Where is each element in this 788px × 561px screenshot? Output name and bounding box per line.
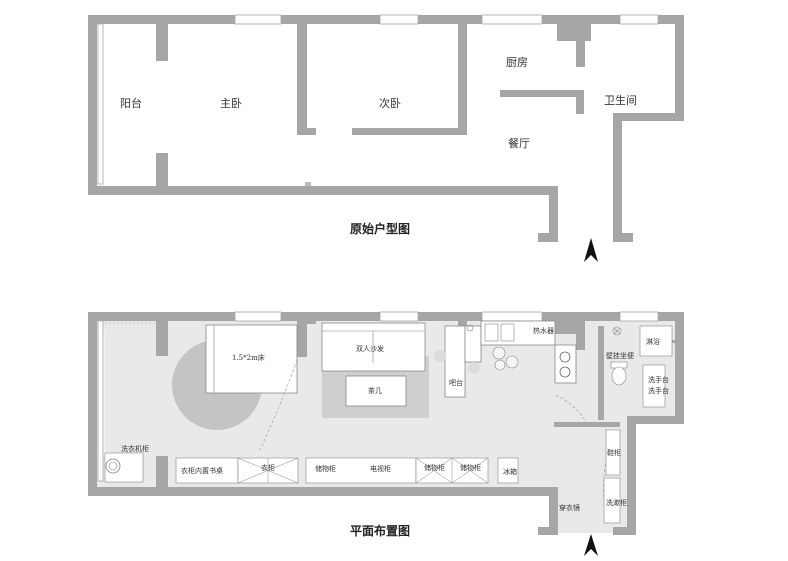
layout-windows (97, 311, 659, 482)
storage-2-label: 储物柜 (424, 463, 445, 472)
coffee-table (345, 375, 407, 407)
door-swing-bath (555, 394, 586, 421)
room-label-dining: 餐厅 (508, 136, 530, 150)
original-wall-mark (305, 182, 311, 186)
layout-plan: 1.5*2m床 双人沙发 茶几 吧台 热水器 (88, 311, 684, 556)
dressing-mirror-label: 穿衣镜 (559, 503, 580, 512)
bath-fan-cross-2 (613, 327, 621, 335)
washing-cabinet-label: 洗漱柜 (606, 498, 627, 507)
bar-stool-icon (434, 350, 446, 362)
coffee-table-label: 茶几 (368, 386, 382, 395)
dining-chairs (492, 346, 519, 371)
room-label-master-bedroom: 主卧 (220, 97, 242, 110)
room-label-bathroom: 卫生间 (604, 93, 637, 107)
north-arrow-icon (584, 238, 598, 262)
wardrobe (237, 457, 299, 484)
sofa-label: 双人沙发 (356, 344, 384, 353)
washing-cabinet (603, 477, 621, 524)
bed-label: 1.5*2m床 (232, 353, 265, 362)
fridge-label: 冰箱 (503, 467, 517, 476)
bar-label: 吧台 (449, 378, 463, 387)
bar-lamp-icon (466, 324, 474, 332)
room-label-second-bedroom: 次卧 (379, 96, 401, 110)
stove-icon (554, 344, 577, 384)
storage-3-label: 储物柜 (460, 463, 481, 472)
toilet-label: 壁挂坐便 (606, 351, 634, 360)
north-arrow-icon-2 (584, 534, 598, 556)
washbasin-label-2: 洗手台 (648, 386, 669, 395)
door-swing-bedroom (259, 359, 298, 451)
shoe-cabinet-label: 鞋柜 (607, 448, 621, 457)
room-label-balcony: 阳台 (120, 96, 142, 110)
bed (205, 324, 298, 394)
washing-machine-icon (104, 452, 144, 483)
sink-icon (484, 323, 515, 342)
shoe-cabinet (605, 429, 621, 476)
wardrobe-label: 衣柜 (261, 463, 275, 472)
toilet-icon (610, 361, 628, 386)
tv-cabinet-block (305, 457, 417, 484)
laundry-cabinet-label: 洗衣机柜 (121, 444, 149, 453)
original-plan-caption: 原始户型图 (350, 221, 410, 236)
bar-stool-icon-2 (468, 362, 480, 374)
layout-plan-caption: 平面布置图 (350, 523, 410, 538)
wardrobe-desk-label: 衣柜内置书桌 (181, 466, 223, 475)
bar-counter-return (464, 325, 482, 363)
storage-1-label: 储物柜 (315, 464, 336, 473)
fridge (497, 457, 519, 484)
washbasin-label: 洗手台 (648, 375, 669, 384)
shower-label: 淋浴 (646, 337, 660, 346)
washbasin (642, 364, 666, 408)
storage-cabinets (415, 457, 489, 484)
wardrobe-desk (175, 457, 239, 484)
original-walls (88, 15, 684, 242)
tv-cabinet-label: 电视柜 (370, 464, 391, 473)
bath-fan-icon (612, 326, 622, 336)
shower-area (639, 325, 673, 357)
water-heater-label: 热水器 (533, 326, 554, 335)
original-plan: 阳台 主卧 次卧 厨房 卫生间 餐厅 原始户型图 (88, 14, 684, 262)
original-windows (97, 14, 659, 185)
room-label-kitchen: 厨房 (506, 56, 528, 69)
